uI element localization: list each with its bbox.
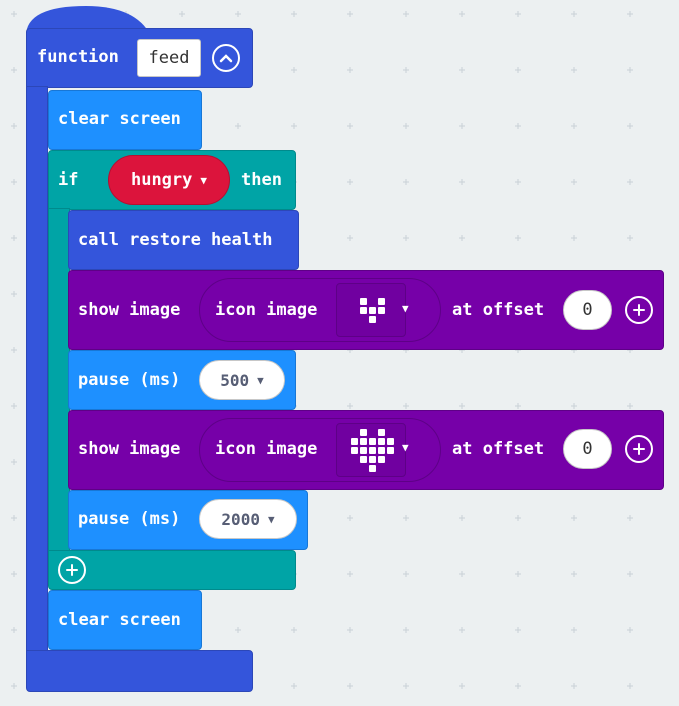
triangle-down-icon[interactable]: ▼ xyxy=(257,373,264,387)
then-keyword: then xyxy=(241,170,282,190)
led-pixel xyxy=(369,438,376,445)
function-footer xyxy=(26,650,253,692)
led-pixel xyxy=(360,456,367,463)
at-offset-label-2: at offset xyxy=(452,439,545,459)
led-pixel xyxy=(360,429,367,436)
hungry-variable[interactable]: hungry ▼ xyxy=(108,155,230,205)
led-pixel xyxy=(369,456,376,463)
call-restore-label: call restore health xyxy=(78,230,273,250)
led-pixel xyxy=(369,465,376,472)
led-image-picker-2[interactable] xyxy=(336,423,406,477)
triangle-down-icon[interactable]: ▼ xyxy=(267,512,275,526)
triangle-down-icon[interactable]: ▼ xyxy=(200,173,208,187)
led-pixel xyxy=(360,298,367,305)
led-pixel xyxy=(387,447,394,454)
pause-label-1: pause (ms) xyxy=(78,370,181,390)
clear-screen-block[interactable] xyxy=(48,90,202,150)
led-pixel xyxy=(387,438,394,445)
at-offset-label-1: at offset xyxy=(452,300,545,320)
call-restore-health-block[interactable] xyxy=(68,210,299,270)
show-image-label-1: show image xyxy=(78,300,181,320)
offset-input-1[interactable]: 0 xyxy=(563,290,612,330)
pause-value-1: 500 xyxy=(220,370,250,390)
led-pixel xyxy=(360,438,367,445)
chevron-up-icon[interactable] xyxy=(212,44,240,72)
led-pixel xyxy=(378,456,385,463)
led-pixel xyxy=(378,298,385,305)
plus-circle-icon[interactable] xyxy=(625,296,653,324)
plus-circle-icon[interactable] xyxy=(625,435,653,463)
led-pixel xyxy=(369,307,376,314)
led-image-picker-1[interactable] xyxy=(336,283,406,337)
led-pixel xyxy=(360,447,367,454)
condition-label: hungry xyxy=(130,170,193,190)
led-pixel xyxy=(378,429,385,436)
led-pixel xyxy=(360,307,367,314)
clear-screen-label-2: clear screen xyxy=(58,610,181,630)
triangle-down-icon[interactable]: ▼ xyxy=(402,302,409,315)
if-footer xyxy=(48,550,296,590)
show-image-label-2: show image xyxy=(78,439,181,459)
if-keyword: if xyxy=(58,170,79,190)
function-keyword: function xyxy=(37,47,119,67)
led-pixel xyxy=(351,447,358,454)
led-pixel xyxy=(369,316,376,323)
pause-value-dropdown-1[interactable]: 500 ▼ xyxy=(199,360,285,400)
led-pixel xyxy=(369,447,376,454)
clear-screen-label: clear screen xyxy=(58,109,181,129)
triangle-down-icon[interactable]: ▼ xyxy=(402,441,409,454)
pause-label-2: pause (ms) xyxy=(78,509,181,529)
clear-screen-block-2[interactable] xyxy=(48,590,202,650)
led-pixel xyxy=(378,438,385,445)
led-pixel xyxy=(378,447,385,454)
function-name-field[interactable]: feed xyxy=(137,39,201,77)
pause-value-2: 2000 xyxy=(221,509,260,529)
offset-input-2[interactable]: 0 xyxy=(563,429,612,469)
led-pixel xyxy=(351,438,358,445)
led-pixel xyxy=(378,307,385,314)
pause-value-dropdown-2[interactable]: 2000 ▼ xyxy=(199,499,297,539)
plus-circle-icon[interactable] xyxy=(58,556,86,584)
icon-image-label-1: icon image xyxy=(215,300,318,320)
function-spine xyxy=(26,86,48,652)
if-spine xyxy=(48,208,70,552)
icon-image-label-2: icon image xyxy=(215,439,318,459)
